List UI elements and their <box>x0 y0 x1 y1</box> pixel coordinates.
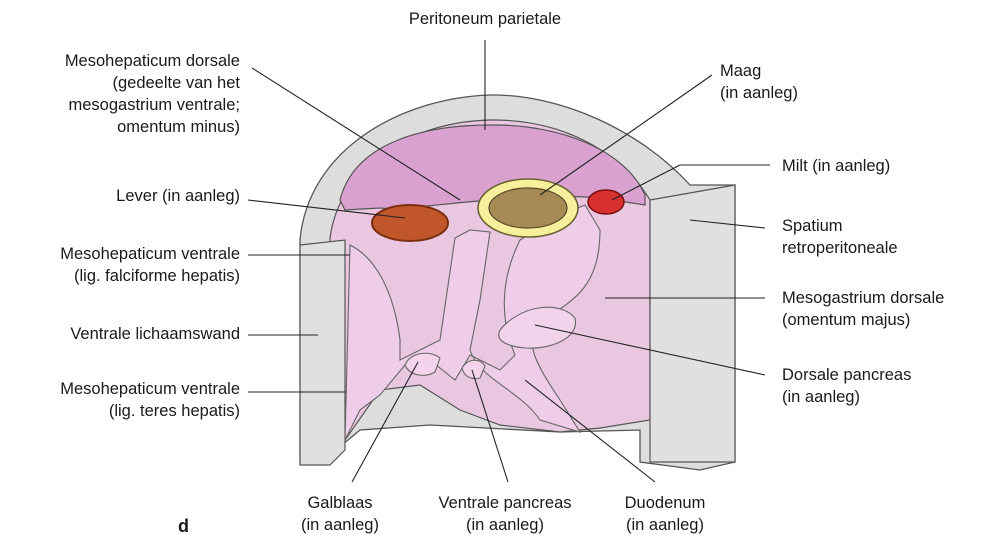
label-galblaas: Galblaas (in aanleg) <box>270 492 410 536</box>
label-spatium-retroperitoneale: Spatium retroperitoneale <box>782 215 982 259</box>
label-mesohepaticum-ventrale-teres: Mesohepaticum ventrale (lig. teres hepat… <box>0 378 240 422</box>
label-peritoneum-parietale: Peritoneum parietale <box>375 8 595 30</box>
label-mesohepaticum-ventrale-falciforme: Mesohepaticum ventrale (lig. falciforme … <box>0 243 240 287</box>
liver-shape <box>372 205 448 241</box>
label-maag: Maag (in aanleg) <box>720 60 850 104</box>
label-dorsale-pancreas: Dorsale pancreas (in aanleg) <box>782 364 982 408</box>
label-ventrale-pancreas: Ventrale pancreas (in aanleg) <box>410 492 600 536</box>
label-mesogastrium-dorsale: Mesogastrium dorsale (omentum majus) <box>782 287 987 331</box>
ventral-wall-strip <box>300 240 345 465</box>
figure-letter: d <box>178 516 189 537</box>
label-mesohepaticum-dorsale: Mesohepaticum dorsale (gedeelte van het … <box>0 50 240 138</box>
label-milt: Milt (in aanleg) <box>782 155 952 177</box>
label-duodenum: Duodenum (in aanleg) <box>600 492 730 536</box>
label-lever: Lever (in aanleg) <box>0 185 240 207</box>
label-ventrale-lichaamswand: Ventrale lichaamswand <box>0 323 240 345</box>
spleen-shape <box>588 190 624 214</box>
retroperitoneal-block <box>650 185 735 462</box>
stomach-inner <box>489 188 567 228</box>
